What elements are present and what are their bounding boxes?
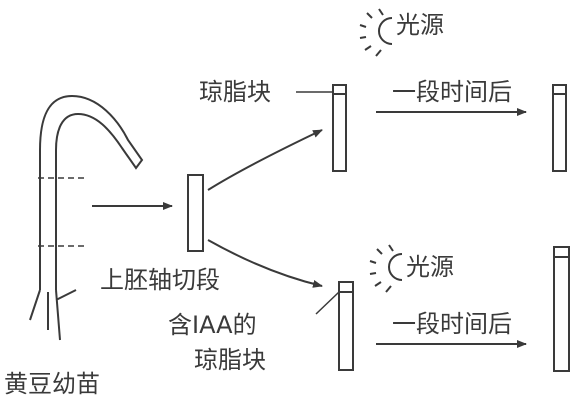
top-segment bbox=[332, 84, 347, 172]
epicotyl-segment bbox=[187, 174, 204, 252]
bottom-result-segment bbox=[553, 246, 570, 372]
light-source-label-top: 光源 bbox=[396, 11, 444, 39]
iaa-agar-label-line2: 琼脂块 bbox=[194, 346, 266, 374]
sun-icon bbox=[359, 8, 393, 57]
bottom-segment bbox=[338, 281, 354, 371]
top-agar-block bbox=[332, 84, 347, 95]
after-time-label-top: 一段时间后 bbox=[392, 78, 512, 106]
after-time-label-bottom: 一段时间后 bbox=[392, 310, 512, 338]
bottom-iaa-agar bbox=[338, 281, 354, 293]
iaa-pointer-line bbox=[315, 291, 340, 315]
epicotyl-segment-label: 上胚轴切段 bbox=[100, 266, 220, 294]
top-result-segment bbox=[552, 84, 567, 172]
bottom-result-agar bbox=[553, 246, 570, 258]
arrow-to-bottom-setup bbox=[207, 239, 323, 288]
arrow-to-top-setup bbox=[207, 129, 323, 191]
cut-line bbox=[38, 177, 88, 247]
top-result-agar bbox=[552, 84, 567, 95]
agar-block-label: 琼脂块 bbox=[199, 78, 271, 106]
soybean-seedling bbox=[29, 94, 144, 341]
iaa-agar-label-line1: 含IAA的 bbox=[168, 311, 257, 339]
light-source-label-bottom: 光源 bbox=[406, 253, 454, 281]
seedling-label: 黄豆幼苗 bbox=[4, 370, 100, 398]
sun-icon bbox=[369, 244, 403, 293]
